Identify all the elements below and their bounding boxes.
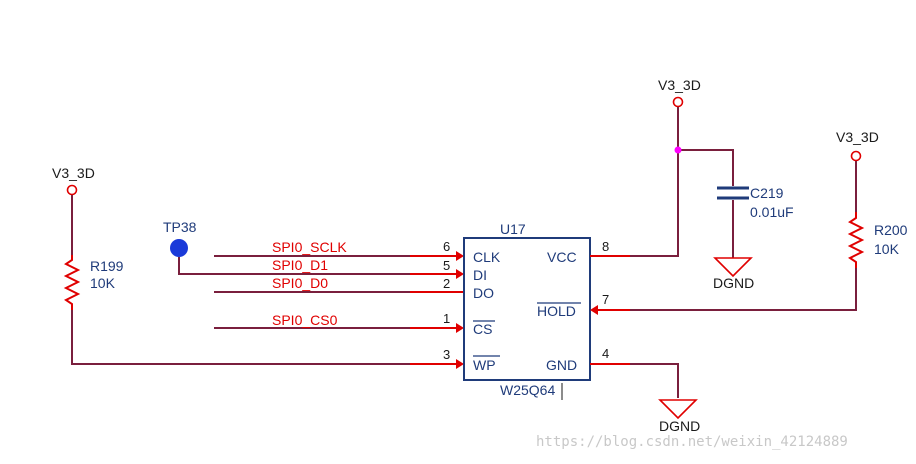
ic-part: W25Q64 <box>500 382 555 398</box>
power-symbol-right: V3_3D <box>836 129 879 162</box>
wire-cap-top <box>678 149 734 186</box>
ic-pin-gnd: GND <box>546 357 577 373</box>
c219-value: 0.01uF <box>750 204 794 220</box>
power-label-left: V3_3D <box>52 165 95 181</box>
pin-num-8: 8 <box>602 239 609 254</box>
testpoint-tp38: TP38 <box>163 219 197 257</box>
ground-symbol-cap: DGND <box>713 257 754 291</box>
wire-gnd <box>630 363 679 398</box>
wire-hold-pullup <box>630 268 857 311</box>
power-symbol-top: V3_3D <box>658 77 701 108</box>
r199-ref: R199 <box>90 258 124 274</box>
net-label-d0: SPI0_D0 <box>272 275 328 291</box>
junction-dot <box>674 146 682 154</box>
pin-num-3: 3 <box>443 347 450 362</box>
pin-num-7: 7 <box>602 292 609 307</box>
wire-vcc <box>630 107 679 257</box>
ic-pin-cs: CS <box>473 321 492 337</box>
pin-stubs-right <box>590 255 630 365</box>
r200-ref: R200 <box>874 222 908 238</box>
ic-pin-clk: CLK <box>473 249 501 265</box>
capacitor-c219: C219 0.01uF <box>717 185 794 220</box>
pin-num-2: 2 <box>443 276 450 291</box>
c219-ref: C219 <box>750 185 784 201</box>
net-label-cs0: SPI0_CS0 <box>272 312 338 328</box>
r200-value: 10K <box>874 241 900 257</box>
tp38-ref: TP38 <box>163 219 197 235</box>
resistor-r199: R199 10K <box>63 255 124 310</box>
pin-stubs-left <box>410 251 464 369</box>
watermark-text: https://blog.csdn.net/weixin_42124889 <box>536 434 848 450</box>
ground-symbol-ic: DGND <box>658 399 700 434</box>
net-label-sclk: SPI0_SCLK <box>272 239 347 255</box>
ic-pin-do: DO <box>473 285 494 301</box>
pin-num-4: 4 <box>602 346 609 361</box>
pin-num-6: 6 <box>443 239 450 254</box>
ic-pin-hold: HOLD <box>537 303 576 319</box>
power-label-right: V3_3D <box>836 129 879 145</box>
ic-ref: U17 <box>500 221 526 237</box>
ic-pin-vcc: VCC <box>547 249 577 265</box>
pin-num-5: 5 <box>443 258 450 273</box>
pin-num-1: 1 <box>443 311 450 326</box>
ic-u17: U17 W25Q64 CLK DI DO CS WP VCC HOLD GND <box>463 221 591 400</box>
r199-value: 10K <box>90 275 116 291</box>
wire-tp38 <box>178 257 410 275</box>
power-symbol-left: V3_3D <box>52 165 95 196</box>
power-label-top: V3_3D <box>658 77 701 93</box>
ground-label-cap: DGND <box>713 275 754 291</box>
ground-label-ic: DGND <box>659 418 700 434</box>
resistor-r200: R200 10K <box>847 212 908 268</box>
ic-pin-wp: WP <box>473 357 496 373</box>
net-label-d1: SPI0_D1 <box>272 257 328 273</box>
wire-wp-pullup <box>71 310 410 365</box>
ic-pin-di: DI <box>473 267 487 283</box>
